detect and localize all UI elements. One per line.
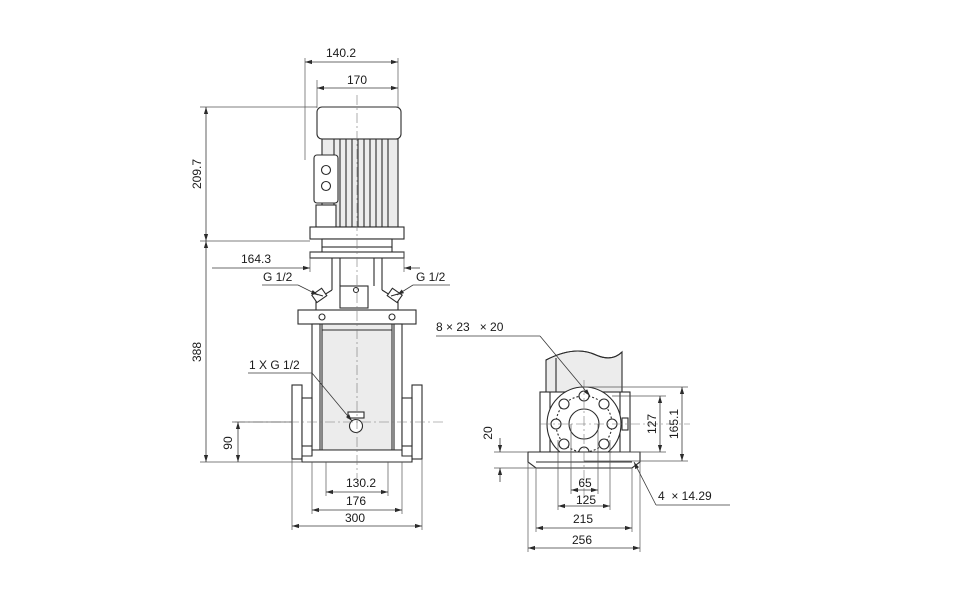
coupling-guard — [339, 285, 369, 309]
dim-label-125: 125 — [576, 493, 596, 507]
bolt-holes-label: 8 × 23 × 20 — [436, 320, 504, 334]
dim-label-164-3: 164.3 — [241, 252, 271, 266]
dim-label-90: 90 — [221, 436, 235, 450]
cable-gland-icon — [320, 164, 332, 176]
dim-label-140-2: 140.2 — [326, 46, 356, 60]
motor-terminal-box — [316, 106, 402, 140]
dim-label-256: 256 — [572, 533, 592, 547]
dim-label-65: 65 — [578, 476, 592, 490]
dim-label-215: 215 — [573, 512, 593, 526]
side-view: 8 × 23 × 20 127 165.1 20 65 125 2 — [436, 320, 730, 552]
dim-label-165-1: 165.1 — [667, 409, 681, 439]
drain-port-label: 1 X G 1/2 — [249, 358, 300, 372]
dim-label-209-7: 209.7 — [190, 159, 204, 189]
port-label-left: G 1/2 — [263, 270, 293, 284]
dim-label-20: 20 — [481, 426, 495, 440]
port-label-right: G 1/2 — [416, 270, 446, 284]
vent-port-left — [311, 287, 328, 304]
dim-label-170: 170 — [347, 73, 367, 87]
cable-gland-icon — [320, 180, 332, 192]
motor — [309, 106, 405, 248]
dim-label-127: 127 — [645, 414, 659, 434]
front-view: 140.2 170 209.7 388 90 164.3 G 1/2 G 1/2… — [190, 46, 450, 530]
dim-label-388: 388 — [190, 342, 204, 362]
junction-box — [313, 154, 339, 204]
dim-label-130-2: 130.2 — [346, 476, 376, 490]
vent-port-right — [386, 287, 403, 304]
foot-holes-label: 4 × 14.29 — [658, 489, 712, 503]
drain-plug-icon — [348, 418, 364, 434]
dim-label-176: 176 — [346, 494, 366, 508]
dim-label-300: 300 — [345, 511, 365, 525]
